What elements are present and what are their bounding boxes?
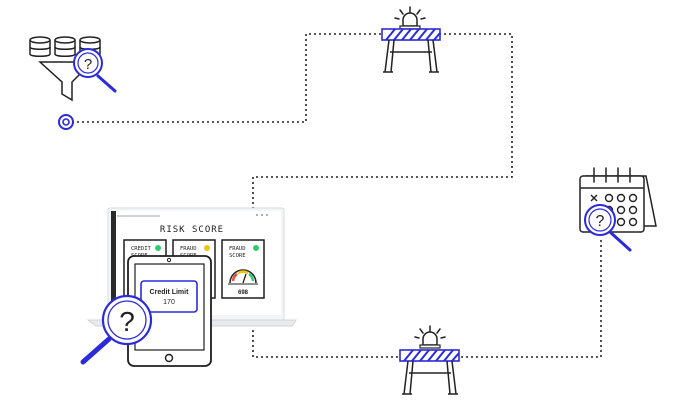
credit-limit-box [140,280,198,313]
funnel-question-mark: ? [84,56,92,73]
score-card-fraud-2 [221,239,265,299]
start-node [58,114,74,130]
card-label-line1: CREDIT [131,246,152,252]
card-label-line1: FRAUD [229,246,246,252]
dashboard-title: RISK SCORE [160,225,224,235]
gauge-value: 698 [238,290,249,296]
magnifier-question-mark: ? [119,306,135,337]
calendar-question-mark: ? [596,213,605,230]
database-funnel-icon [29,36,117,102]
card-label-line1: FRAUD [180,246,197,252]
gauge-icon [228,269,258,285]
road-barrier-icon-top [381,6,441,73]
calendar-icon [579,167,657,252]
credit-limit-label: Credit Limit [150,289,190,296]
status-dot-green [253,245,259,251]
status-dot-green [155,245,161,251]
status-dot-yellow [204,245,210,251]
road-barrier-icon-bottom [399,325,460,395]
card-label-line2: SCORE [229,253,246,259]
magnifier-question-icon [80,294,153,365]
credit-limit-value: 170 [163,299,175,306]
